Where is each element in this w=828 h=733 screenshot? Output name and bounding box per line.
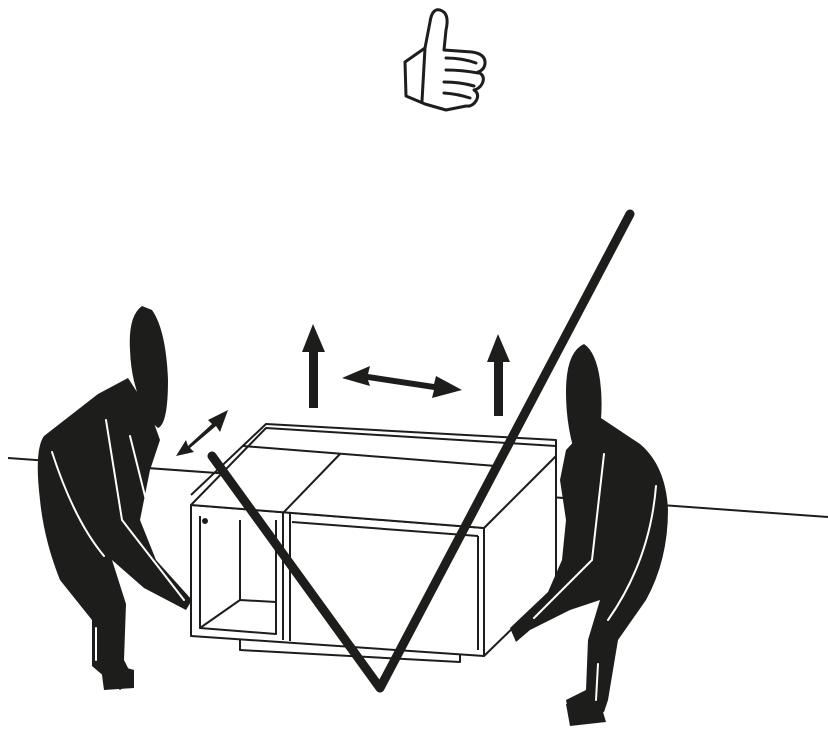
person-left-outline	[51, 419, 185, 661]
thumbs-up-icon	[403, 8, 487, 112]
double-arrow-icon	[342, 366, 462, 398]
cabinet-top	[190, 427, 557, 529]
person-right	[510, 344, 668, 726]
arrow-up-icon	[302, 324, 325, 408]
person-right-outline	[533, 453, 657, 701]
checkmark-icon	[207, 209, 635, 693]
arrow-up-icon	[487, 334, 510, 416]
person-right-body	[510, 416, 668, 720]
person-left-body	[37, 378, 192, 690]
cabinet	[190, 423, 557, 663]
person-left	[37, 306, 192, 690]
double-arrow-icon	[176, 410, 228, 456]
